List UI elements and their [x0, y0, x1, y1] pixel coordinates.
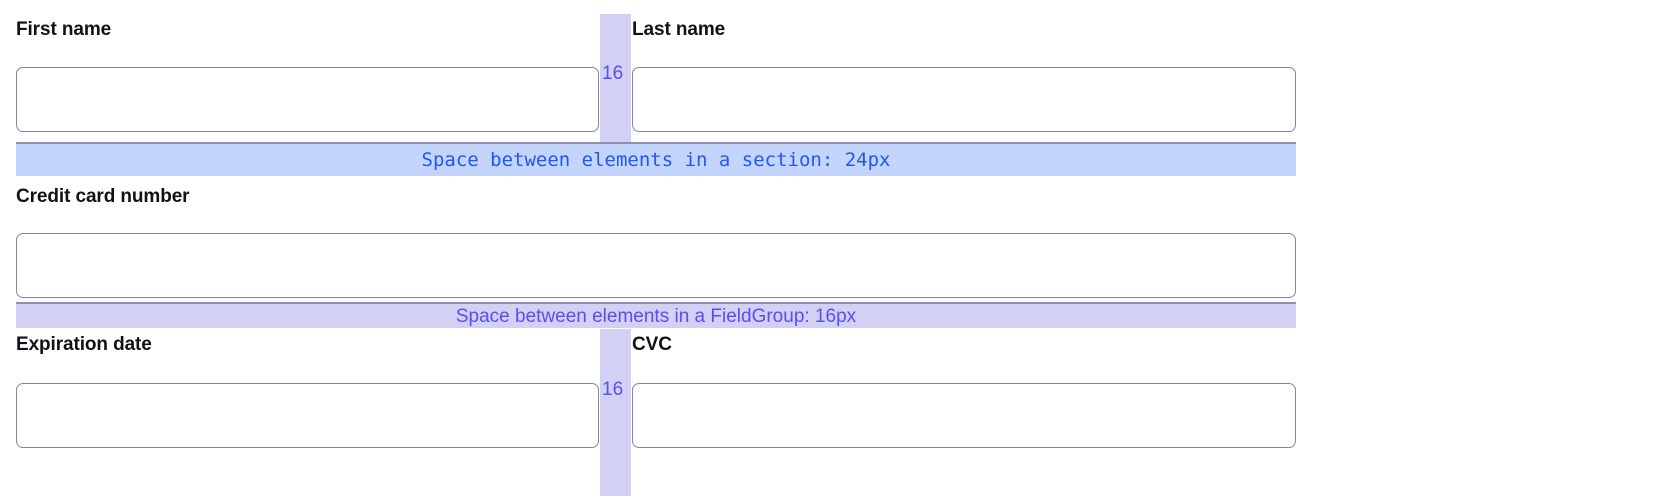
- field-last-name: Last name: [632, 18, 1296, 42]
- fieldgroup-spacing-label: Space between elements in a FieldGroup: …: [455, 305, 857, 327]
- field-expiration-date: Expiration date: [16, 333, 599, 357]
- section-spacing-band: Space between elements in a section: 24p…: [16, 142, 1296, 176]
- field-credit-card-number: Credit card number: [16, 185, 1296, 209]
- column-gap-highlight-name-row: [600, 14, 631, 142]
- cvc-input[interactable]: [632, 383, 1296, 448]
- label-expiration-date: Expiration date: [16, 334, 152, 355]
- field-cvc: CVC: [632, 333, 1296, 357]
- label-first-name: First name: [16, 19, 112, 40]
- input-wrap-first-name: [16, 67, 599, 132]
- input-wrap-expiration-date: [16, 383, 599, 448]
- input-wrap-credit-card-number: [16, 233, 1296, 298]
- label-credit-card-number: Credit card number: [16, 186, 190, 207]
- last-name-input[interactable]: [632, 67, 1296, 132]
- input-wrap-last-name: [632, 67, 1296, 132]
- first-name-input[interactable]: [16, 67, 599, 132]
- expiration-date-input[interactable]: [16, 383, 599, 448]
- column-gap-label-name-row: 16: [602, 63, 624, 84]
- input-wrap-cvc: [632, 383, 1296, 448]
- column-gap-highlight-expiry-row: [600, 329, 631, 496]
- label-cvc: CVC: [632, 334, 672, 355]
- section-spacing-label: Space between elements in a section: 24p…: [421, 148, 891, 171]
- fieldgroup-spacing-band: Space between elements in a FieldGroup: …: [16, 302, 1296, 328]
- label-last-name: Last name: [632, 19, 726, 40]
- credit-card-number-input[interactable]: [16, 233, 1296, 298]
- column-gap-label-expiry-row: 16: [602, 379, 624, 400]
- field-first-name: First name: [16, 18, 599, 42]
